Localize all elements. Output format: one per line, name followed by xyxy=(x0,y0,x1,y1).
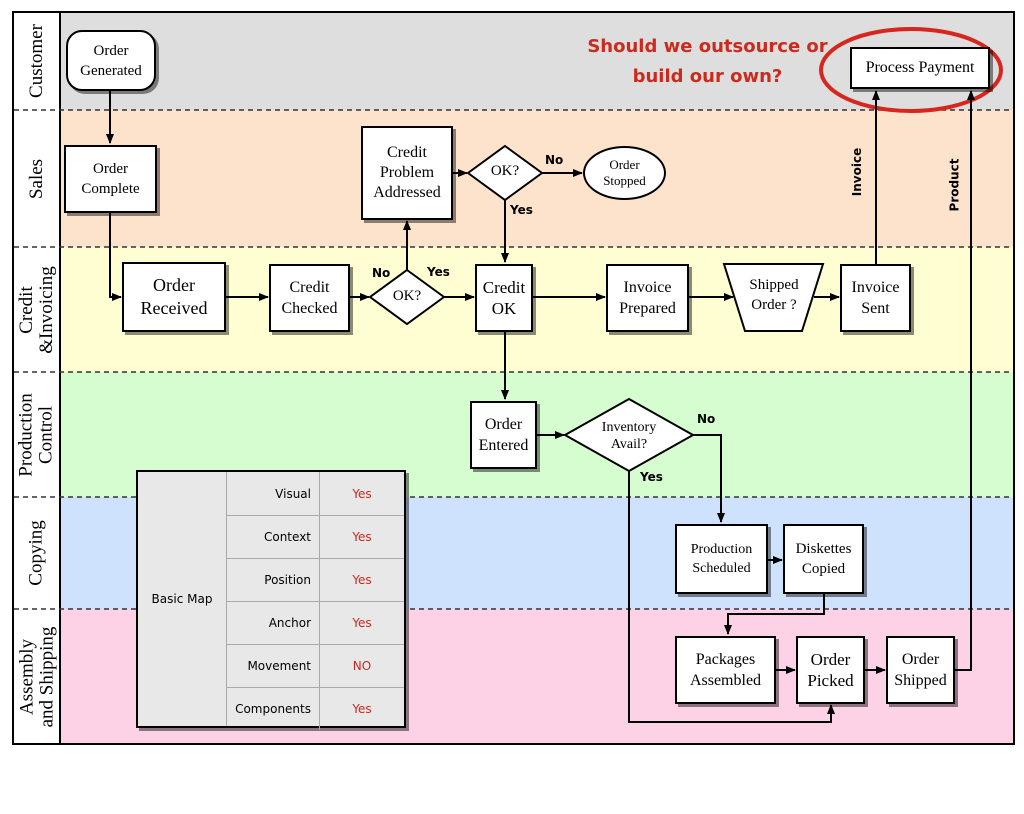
edge-product-label: Product xyxy=(947,158,962,212)
basic-map-title: Basic Map xyxy=(138,472,227,726)
basic-map-row: Movement NO xyxy=(226,644,404,688)
node-production-scheduled: Production Scheduled xyxy=(675,524,768,594)
basic-map-row: Position Yes xyxy=(226,558,404,602)
basic-map-value: Yes xyxy=(352,615,372,630)
basic-map-key: Visual xyxy=(226,472,320,515)
lane-sales-bg xyxy=(60,110,1014,247)
node-credit-ok: Credit OK xyxy=(475,264,533,332)
basic-map-key: Anchor xyxy=(226,601,320,644)
edge-yes-sales: Yes xyxy=(510,203,533,217)
basic-map-value: Yes xyxy=(352,701,372,716)
node-order-received: Order Received xyxy=(122,262,226,332)
edge-no-sales: No xyxy=(545,153,564,167)
basic-map-value: Yes xyxy=(352,572,372,587)
edge-no-inventory: No xyxy=(697,412,716,426)
basic-map-row: Anchor Yes xyxy=(226,601,404,645)
node-packages-assembled: Packages Assembled xyxy=(675,636,776,704)
node-order-picked: Order Picked xyxy=(796,636,865,704)
node-order-entered: Order Entered xyxy=(470,401,537,469)
edge-invoice-label: Invoice xyxy=(850,147,865,197)
inventory-avail-diamond xyxy=(562,397,696,473)
shipped-order-trapezoid xyxy=(722,263,825,332)
edge-yes-inventory: Yes xyxy=(640,470,663,484)
node-credit-checked: Credit Checked xyxy=(269,264,350,332)
basic-map-row: Components Yes xyxy=(226,687,404,730)
highlight-circle xyxy=(819,27,1003,113)
node-invoice-sent: Invoice Sent xyxy=(840,264,911,332)
basic-map-key: Position xyxy=(226,558,320,601)
basic-map-key: Movement xyxy=(226,644,320,687)
ok-credit-diamond xyxy=(368,268,446,326)
basic-map-value: Yes xyxy=(352,529,372,544)
node-credit-problem-addressed: Credit Problem Addressed xyxy=(361,126,453,220)
edge-no-credit: No xyxy=(372,266,391,280)
node-order-shipped: Order Shipped xyxy=(886,636,955,704)
basic-map-value: Yes xyxy=(352,486,372,501)
node-invoice-prepared: Invoice Prepared xyxy=(606,264,689,332)
basic-map-key: Context xyxy=(226,515,320,558)
node-diskettes-copied: Diskettes Copied xyxy=(783,524,864,594)
basic-map-row: Visual Yes xyxy=(226,472,404,516)
node-order-stopped: Order Stopped xyxy=(583,146,666,200)
node-order-generated: Order Generated xyxy=(66,30,156,91)
outsource-note: Should we outsource or build our own? xyxy=(587,36,828,87)
node-process-payment: Process Payment xyxy=(850,47,990,89)
ok-sales-diamond xyxy=(466,144,544,202)
basic-map-key: Components xyxy=(226,687,320,730)
edge-yes-credit: Yes xyxy=(427,265,450,279)
node-order-complete: Order Complete xyxy=(64,145,157,213)
basic-map-row: Context Yes xyxy=(226,515,404,559)
basic-map-value: NO xyxy=(352,658,372,673)
